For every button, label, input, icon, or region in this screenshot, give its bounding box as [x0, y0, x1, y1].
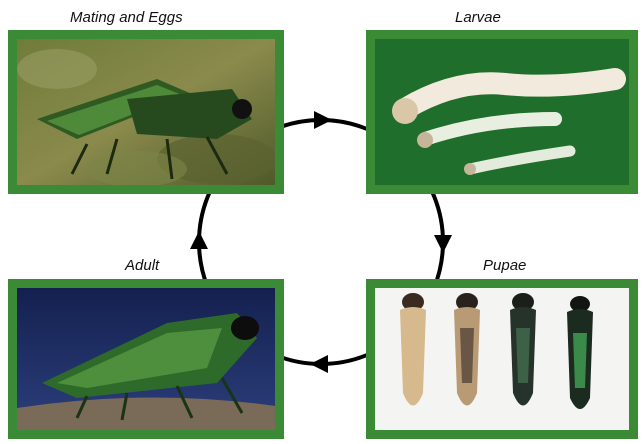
arrow-right-icon [314, 111, 332, 129]
stage-frame-adult [8, 279, 284, 439]
stage-label-pupae: Pupae [483, 257, 526, 274]
stage-frame-mating [8, 30, 284, 194]
stage-label-mating: Mating and Eggs [70, 9, 183, 26]
arrow-up-icon [190, 231, 208, 249]
adult-beetle-photo [17, 288, 275, 430]
arrow-left-icon [310, 355, 328, 373]
stage-frame-pupae [366, 279, 638, 439]
arrow-down-icon [434, 235, 452, 253]
beetles-mating-photo [17, 39, 275, 185]
stage-label-adult: Adult [125, 257, 159, 274]
stage-label-larvae: Larvae [455, 9, 501, 26]
stage-frame-larvae [366, 30, 638, 194]
pupae-photo [375, 288, 629, 430]
larvae-photo [375, 39, 629, 185]
